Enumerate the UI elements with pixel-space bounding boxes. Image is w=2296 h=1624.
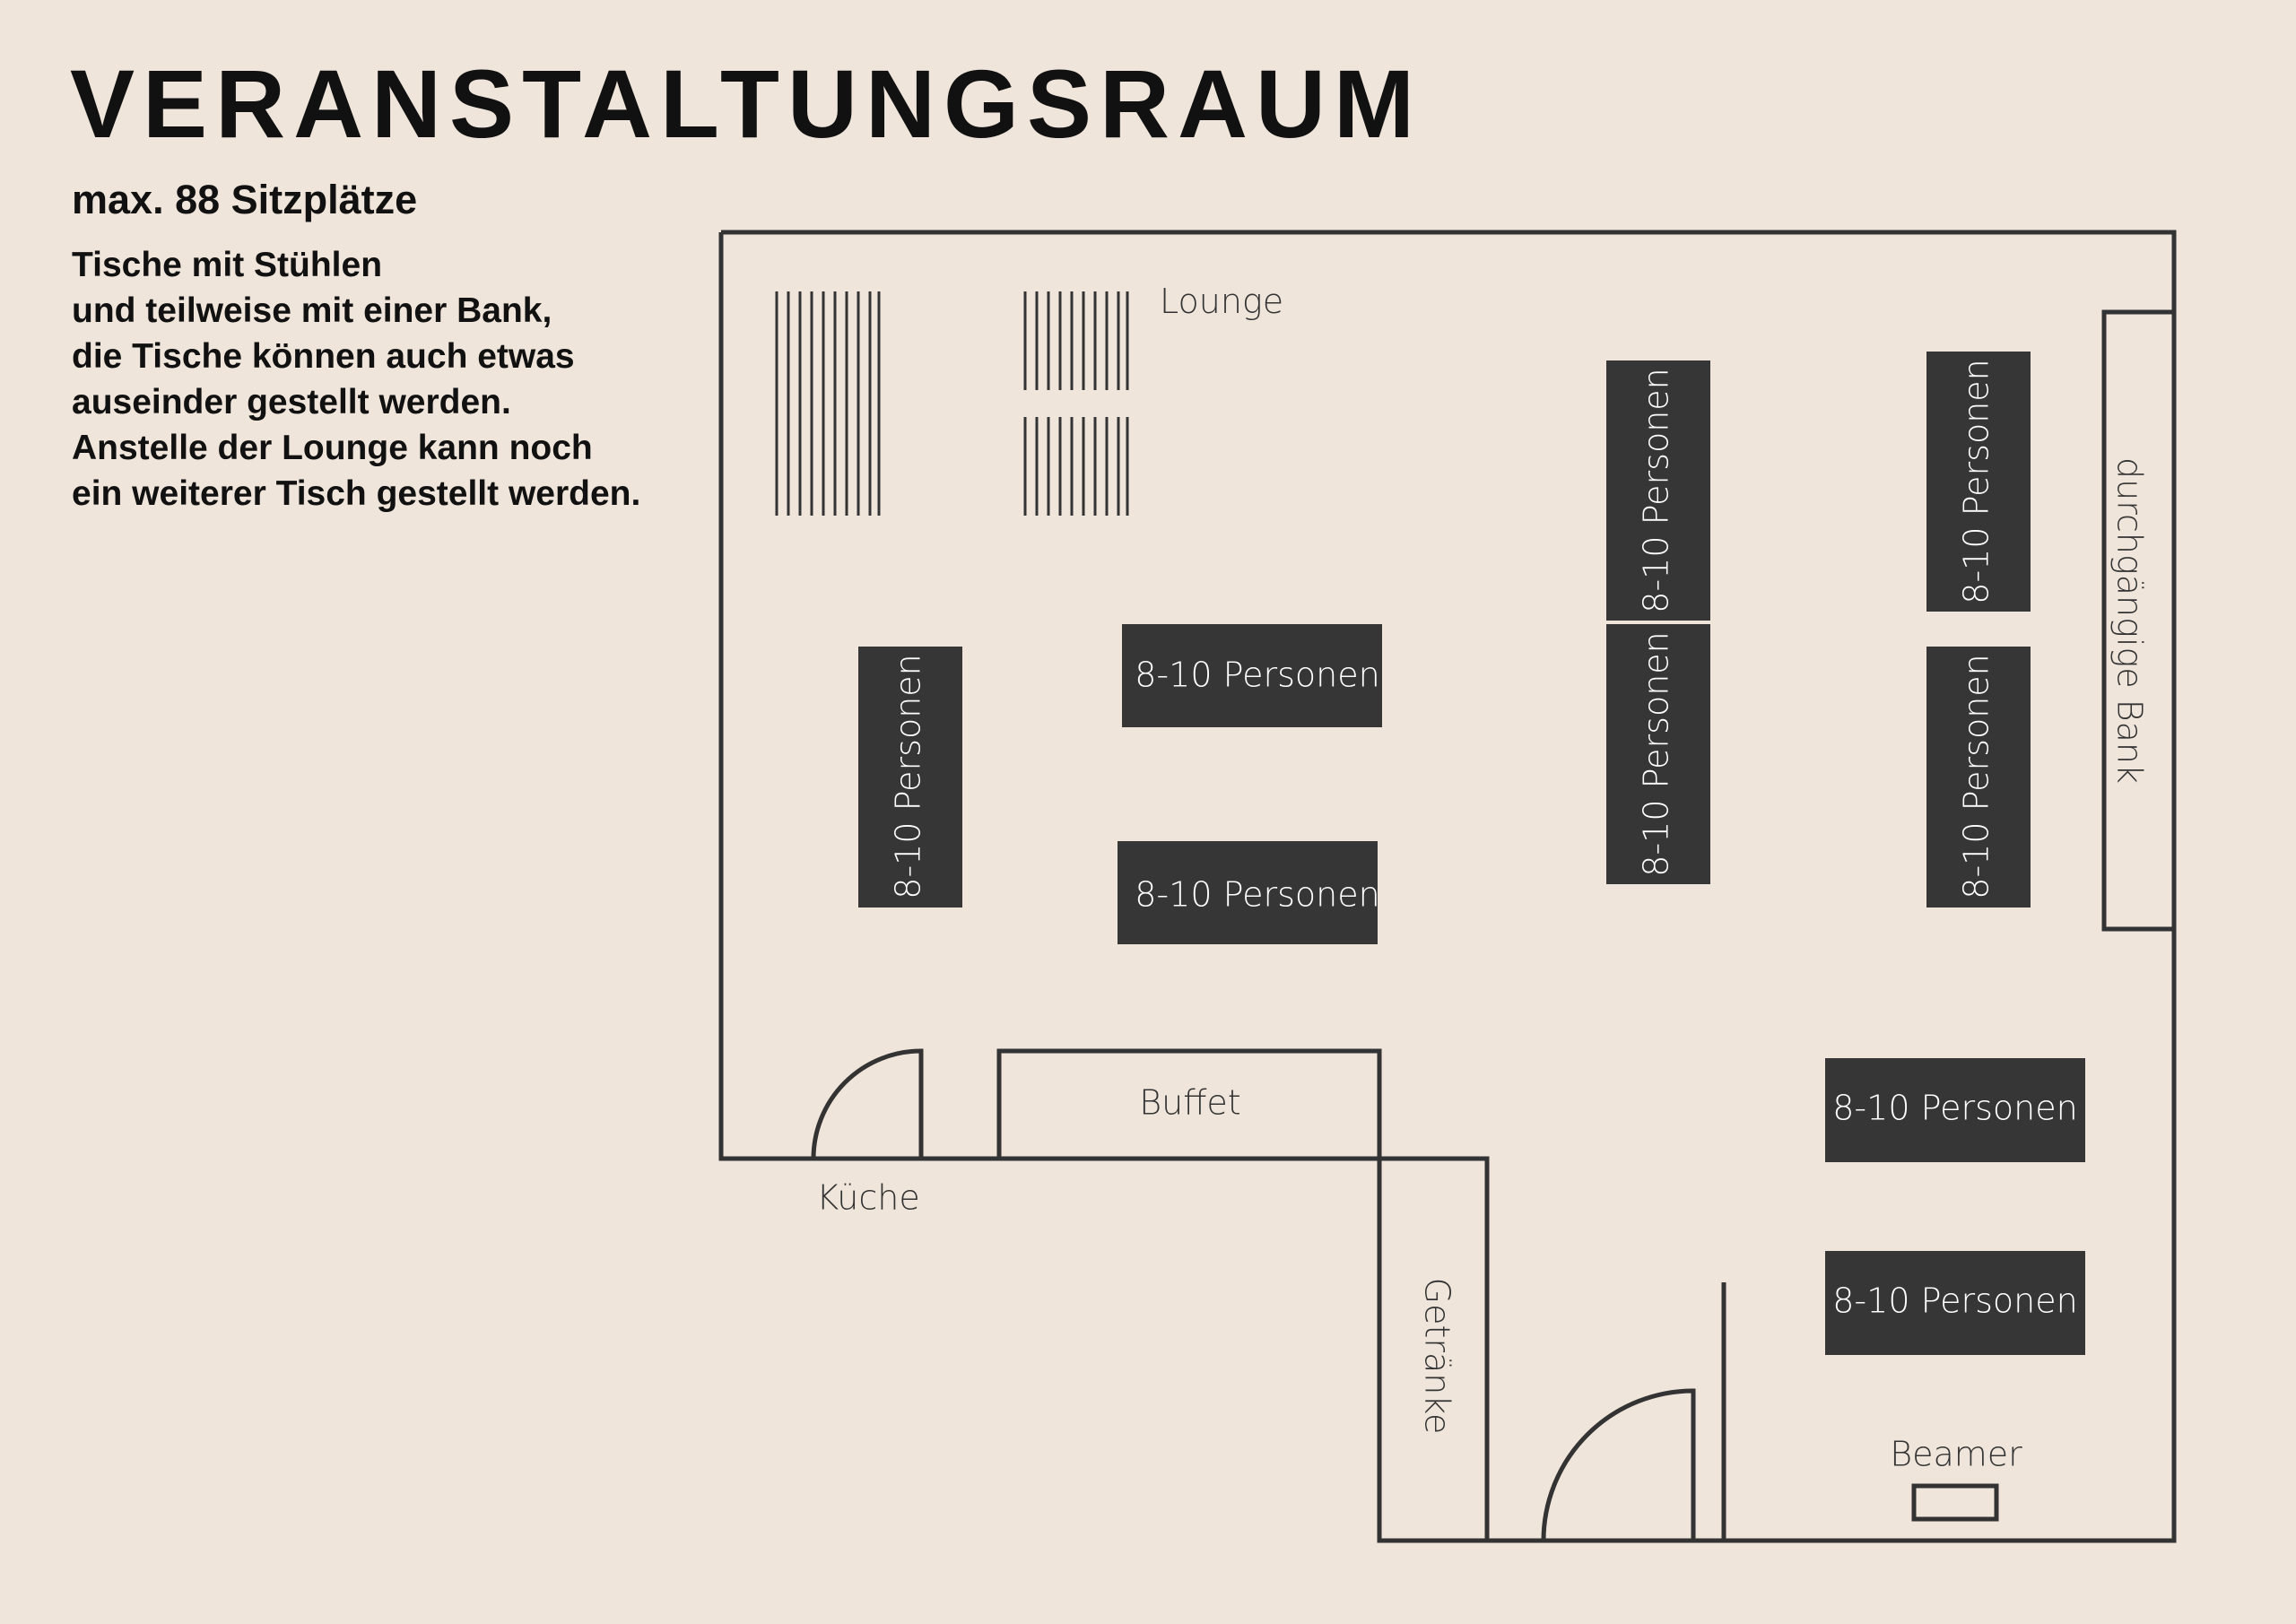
table (1926, 647, 2031, 908)
projector (1911, 1483, 1999, 1522)
lounge-label: Lounge (1160, 282, 1283, 321)
description-line: Tische mit Stühlen (72, 246, 383, 284)
buffet-label: Buffet (1139, 1083, 1240, 1123)
page-title: VERANSTALTUNGSRAUM (70, 49, 1422, 158)
drinks-counter (1377, 1156, 1490, 1543)
drinks-label: Getränke (1418, 1278, 1457, 1435)
projector-label: Beamer (1890, 1435, 2022, 1474)
table-label: 8-10 Personen (1957, 359, 1996, 604)
table-label: 8-10 Personen (889, 654, 928, 899)
table-label: 8-10 Personen (1832, 1281, 2077, 1321)
buffet (996, 1048, 1382, 1161)
table (858, 647, 962, 908)
table (1606, 360, 1710, 621)
table (1122, 624, 1382, 727)
description-line: die Tische können auch etwas (72, 337, 575, 376)
lounge-chair (1023, 417, 1129, 516)
description-line: Anstelle der Lounge kann noch (72, 429, 593, 467)
table (1606, 624, 1710, 884)
description-line: ein weiterer Tisch gestellt werden. (72, 474, 641, 513)
bench-label: durchgängige Bank (2110, 457, 2150, 784)
table (1118, 841, 1378, 944)
table-label: 8-10 Personen (1832, 1089, 2077, 1128)
kitchen-label: Küche (816, 1178, 919, 1218)
table-label: 8-10 Personen (1637, 368, 1676, 612)
lounge-chair (775, 291, 881, 516)
description-line: und teilweise mit einer Bank, (72, 291, 552, 330)
table-label: 8-10 Personen (1135, 875, 1379, 915)
table-label: 8-10 Personen (1135, 656, 1379, 695)
bench (2101, 309, 2177, 932)
kitchen-door (811, 1048, 924, 1159)
table-label: 8-10 Personen (1957, 654, 1996, 899)
description: Tische mit Stühlen und teilweise mit ein… (72, 242, 640, 517)
lounge-chair (1023, 291, 1129, 390)
capacity-subtitle: max. 88 Sitzplätze (72, 177, 418, 222)
table (1926, 352, 2031, 612)
table (1825, 1251, 2085, 1355)
description-line: auseinder gestellt werden. (72, 383, 511, 421)
entrance-door (1541, 1388, 1696, 1541)
table (1825, 1058, 2085, 1162)
table-label: 8-10 Personen (1637, 631, 1676, 876)
